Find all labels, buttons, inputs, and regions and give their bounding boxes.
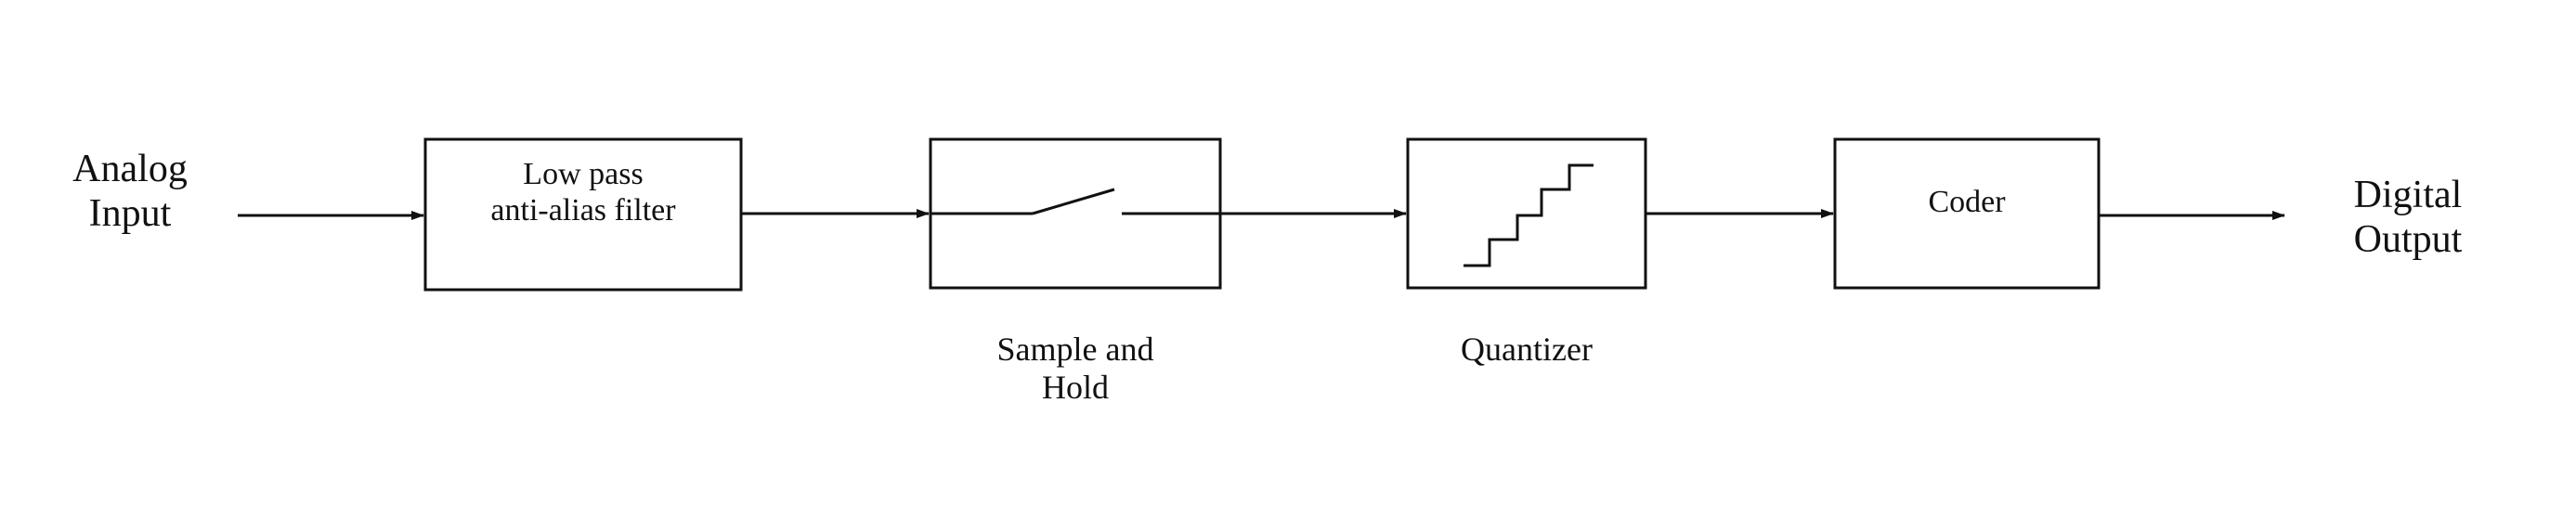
sample-hold-label-line-2: Hold (1042, 369, 1109, 407)
input-label: Analog Input (37, 147, 223, 237)
input-label-line-2: Input (88, 192, 172, 236)
coder-box (1833, 137, 2101, 290)
filter-label-line-2: anti-alias filter (490, 193, 676, 228)
filter-label-line-1: Low pass (523, 157, 644, 191)
quantizer-label: Quantizer (1408, 331, 1646, 369)
coder-label: Coder (1835, 184, 2099, 220)
switch-icon (930, 188, 1220, 215)
staircase-icon (1464, 163, 1594, 267)
output-label-line-2: Output (2353, 218, 2463, 262)
coder-label-line-1: Coder (1928, 185, 2006, 219)
filter-label: Low pass anti-alias filter (425, 156, 741, 228)
quantizer-label-line-1: Quantizer (1461, 331, 1593, 368)
output-label: Digital Output (2301, 173, 2515, 263)
sample-hold-label-line-1: Sample and (996, 331, 1154, 368)
quantizer-box (1406, 137, 1647, 290)
output-label-line-1: Digital (2353, 174, 2463, 216)
input-label-line-1: Analog (72, 148, 188, 190)
sample-hold-label: Sample and Hold (930, 331, 1220, 408)
